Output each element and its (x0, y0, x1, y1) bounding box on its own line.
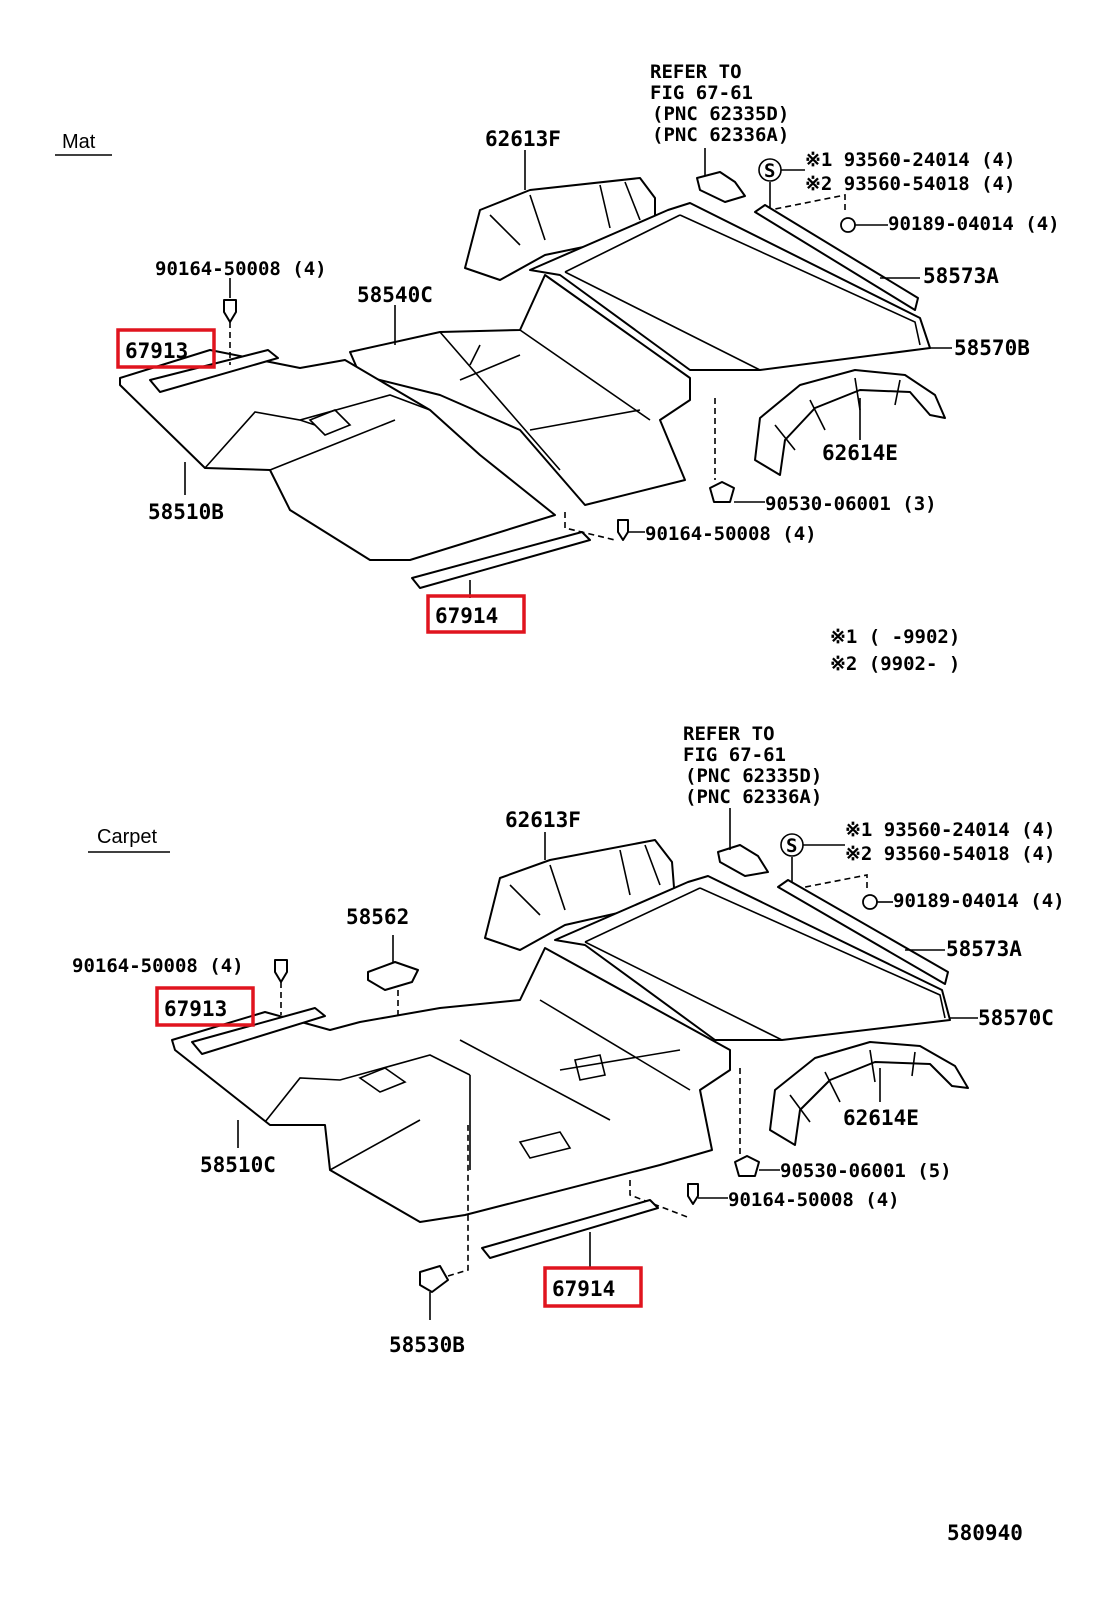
label-62614E: 62614E (843, 1106, 919, 1130)
refer-line-1: REFER TO (683, 723, 775, 745)
s-symbol-text: S (786, 835, 797, 857)
screw-90164-bot-icon (687, 1183, 699, 1205)
rear-floor-edge (564, 214, 921, 371)
label-93560-24014: ※1 93560-24014 (4) (805, 149, 1015, 171)
front-mat-pad (308, 409, 352, 436)
label-90164-50008-bot: 90164-50008 (4) (728, 1189, 900, 1211)
refer-line-1: REFER TO (650, 61, 742, 83)
refer-clip-part (717, 844, 769, 877)
clip-90189-icon (840, 217, 856, 233)
wheelhouse-62614E-part (769, 1041, 969, 1146)
rear-quarter-panel-part (484, 839, 676, 951)
wheelhouse-detail (774, 377, 901, 451)
carpet-inserts (518, 1054, 606, 1159)
label-93560-54018: ※2 93560-54018 (4) (805, 173, 1015, 195)
label-67914: 67914 (552, 1277, 615, 1301)
refer-clip-part (696, 171, 746, 203)
scuff-plate-67914-part (481, 1199, 659, 1259)
refer-line-3: (PNC 62335D) (685, 765, 822, 787)
panel-detail (489, 181, 641, 246)
panel-detail (509, 844, 661, 916)
label-90164-50008-top: 90164-50008 (4) (72, 955, 244, 977)
label-58570C: 58570C (978, 1006, 1054, 1030)
label-58573A: 58573A (923, 264, 999, 288)
carpet-detail (264, 999, 691, 1171)
dash-90189 (759, 194, 846, 213)
screw-90164-top-icon (274, 959, 288, 983)
label-90164-50008-top: 90164-50008 (4) (155, 258, 327, 280)
scuff-58573A-part (777, 879, 949, 985)
figure-number: 580940 (947, 1521, 1023, 1545)
label-67913: 67913 (125, 339, 188, 363)
dash-58530B (447, 1125, 469, 1277)
refer-line-4: (PNC 62336A) (652, 124, 789, 146)
highlight-67913 (116, 328, 216, 369)
label-58570B: 58570B (954, 336, 1030, 360)
highlight-67913 (155, 986, 255, 1027)
label-67914: 67914 (435, 604, 498, 628)
clip-90530-icon (709, 481, 735, 503)
refer-line-4: (PNC 62336A) (685, 786, 822, 808)
clip-90530-icon (734, 1155, 760, 1177)
carpet-section: Carpet REFER TO FIG 67-61 (PNC 62335D) (… (72, 723, 1065, 1357)
pad-58562-part (367, 961, 419, 991)
refer-line-3: (PNC 62335D) (652, 103, 789, 125)
wheelhouse-62614E-part (754, 369, 946, 476)
label-58540C: 58540C (357, 283, 433, 307)
label-62614E: 62614E (822, 441, 898, 465)
rear-quarter-panel-part (464, 177, 656, 281)
scuff-plate-67913-part (191, 1007, 326, 1055)
scuff-plate-67914-part (411, 531, 591, 589)
dash-90164-bot (564, 512, 616, 541)
highlight-67914 (426, 594, 526, 634)
wheelhouse-detail (789, 1049, 916, 1123)
front-floor-mat-part (119, 349, 556, 561)
label-90530-06001: 90530-06001 (3) (765, 493, 937, 515)
highlight-67914 (543, 1266, 643, 1308)
section-title-mat: Mat (62, 131, 96, 153)
screw-90164-bot-icon (617, 519, 629, 541)
label-62613F: 62613F (485, 127, 561, 151)
label-62613F: 62613F (505, 808, 581, 832)
clip-58530B-icon (419, 1265, 449, 1293)
s-symbol-text: S (764, 160, 775, 182)
label-58510B: 58510B (148, 500, 224, 524)
label-58530B: 58530B (389, 1333, 465, 1357)
label-58562: 58562 (346, 905, 409, 929)
label-90189-04014: 90189-04014 (4) (893, 890, 1065, 912)
refer-line-2: FIG 67-61 (683, 744, 786, 766)
label-93560-24014: ※1 93560-24014 (4) (845, 819, 1055, 841)
rear-floor-edge (584, 887, 946, 1041)
label-58573A: 58573A (946, 937, 1022, 961)
label-90189-04014: 90189-04014 (4) (888, 213, 1060, 235)
dash-90189 (789, 874, 868, 891)
label-67913: 67913 (164, 997, 227, 1021)
carpet-pad (358, 1067, 407, 1093)
note-line-2: ※2 (9902- ) (830, 653, 960, 675)
refer-line-2: FIG 67-61 (650, 82, 753, 104)
label-90530-06001: 90530-06001 (5) (780, 1160, 952, 1182)
scuff-58573A-part (754, 204, 919, 311)
label-90164-50008-bot: 90164-50008 (4) (645, 523, 817, 545)
mat-section: Mat REFER TO FIG 67-61 (PNC 62335D) (PNC… (55, 61, 1060, 675)
floor-carpet-58510C-part (171, 947, 731, 1223)
front-mat-detail (204, 394, 431, 471)
label-93560-54018: ※2 93560-54018 (4) (845, 843, 1055, 865)
label-58510C: 58510C (200, 1153, 276, 1177)
section-title-carpet: Carpet (97, 826, 157, 848)
screw-90164-top-icon (223, 299, 237, 323)
clip-90189-icon (862, 894, 878, 910)
dash-90164-bot (629, 1180, 691, 1219)
center-mat-detail (439, 329, 651, 471)
scuff-plate-67913-part (149, 349, 279, 393)
note-line-1: ※1 ( -9902) (830, 626, 960, 648)
